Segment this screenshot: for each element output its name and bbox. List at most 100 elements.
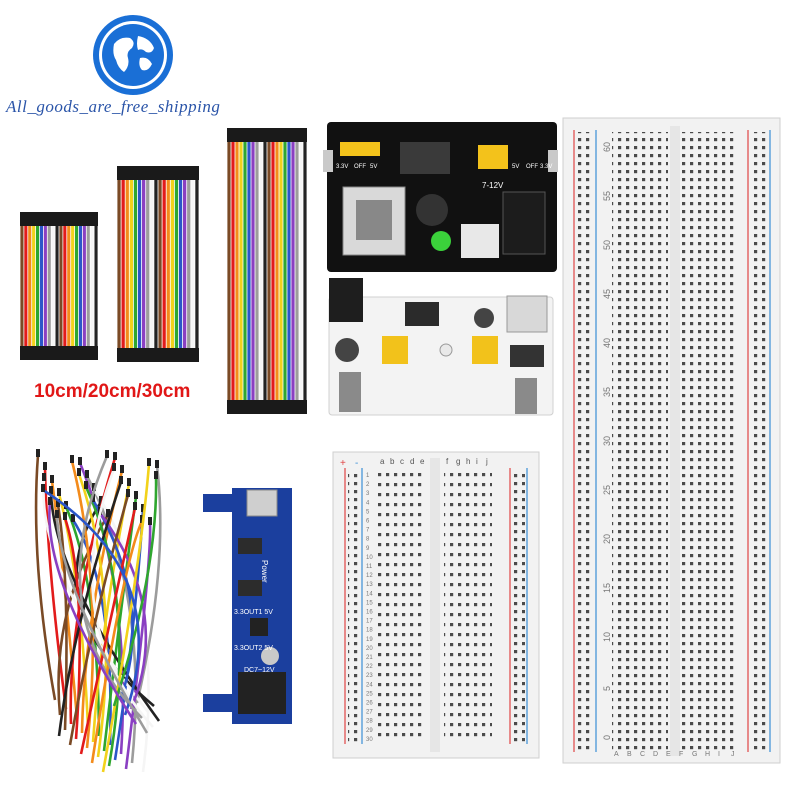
jumper-wire: [57, 481, 123, 737]
label-out1: 3.3OUT1 5V: [234, 609, 273, 616]
jumper-wire: [112, 476, 158, 707]
row-number: 1: [366, 473, 370, 479]
row-number: 4: [366, 500, 370, 506]
label-power: Power: [260, 560, 269, 583]
row-number: 14: [366, 591, 373, 597]
row-number: 0: [602, 735, 612, 740]
row-number: 13: [366, 582, 373, 588]
column-letter: j: [485, 457, 488, 466]
jumper-pin: [99, 496, 103, 504]
row-number: 35: [602, 387, 612, 397]
jumper-wire: [90, 520, 144, 764]
cable-connector-top: [117, 166, 199, 180]
label-off-left: OFF: [354, 164, 366, 170]
jumper-pin: [140, 515, 144, 523]
column-letter: h: [466, 457, 470, 466]
jumper-pin: [119, 476, 123, 484]
jumper-pin: [36, 449, 40, 457]
power-module-blue: Power 3.3OUT1 5V 3.3OUT2 5V DC7~12V: [203, 488, 292, 724]
column-letter: F: [679, 751, 683, 758]
jumper-wire: [42, 488, 140, 716]
rail-plus-symbol: +: [340, 458, 346, 469]
cable-bundle-10cm: [20, 212, 98, 360]
row-number: 18: [366, 628, 373, 634]
row-number: 2: [366, 482, 370, 488]
row-number: 17: [366, 619, 373, 625]
column-letter: J: [731, 751, 735, 758]
globe-icon: [93, 15, 173, 95]
jumper-pin: [126, 489, 130, 497]
row-number: 45: [602, 289, 612, 299]
jumper-pin: [133, 502, 137, 510]
label-input-voltage: 7-12V: [482, 181, 504, 190]
column-letter: C: [640, 751, 645, 758]
label-3v3-right: 3.3V: [540, 164, 552, 170]
row-number: 8: [366, 537, 370, 543]
row-number: 6: [366, 519, 370, 525]
column-letter: E: [666, 751, 671, 758]
row-number: 5: [602, 686, 612, 691]
jumper-wire: [64, 506, 101, 737]
column-letter: B: [627, 751, 632, 758]
shop-tagline: All_goods_are_free_shipping: [6, 97, 221, 116]
power-module-black: 3.3V OFF 5V 5V OFF 3.3V 7-12V: [323, 122, 558, 272]
jumper-header-right: [472, 336, 498, 364]
jumper-pin: [141, 504, 145, 512]
row-number: 23: [366, 673, 373, 679]
row-number: 25: [602, 485, 612, 495]
jumper-pin: [43, 462, 47, 470]
dc-barrel-jack: [329, 278, 363, 322]
row-number: 55: [602, 191, 612, 201]
jumper-pin: [70, 455, 74, 463]
label-out2: 3.3OUT2 5V: [234, 645, 273, 652]
label-3v3-left: 3.3V: [336, 164, 348, 170]
row-number: 7: [366, 528, 370, 534]
jumper-wire: [68, 494, 130, 746]
cable-connector-top: [20, 212, 98, 226]
row-number: 12: [366, 573, 373, 579]
row-number: 20: [602, 534, 612, 544]
jumper-pin: [55, 510, 59, 518]
row-number: 21: [366, 655, 373, 661]
cable-bundle-30cm: [227, 128, 307, 414]
row-number: 3: [366, 491, 370, 497]
cable-length-label: 10cm/20cm/30cm: [34, 381, 191, 402]
cable-bundle-20cm: [117, 166, 199, 362]
dc-barrel-jack: [502, 191, 546, 255]
column-letter: g: [456, 457, 460, 466]
jumper-pin: [57, 488, 61, 496]
jumper-pin: [50, 475, 54, 483]
jumper-pin: [63, 512, 67, 520]
row-number: 30: [366, 737, 373, 743]
cable-connector-top: [227, 128, 307, 142]
column-letter: D: [653, 751, 658, 758]
column-letter: f: [446, 457, 449, 466]
jumper-pin: [56, 499, 60, 507]
jumper-wire: [55, 515, 149, 734]
dc-barrel-jack: [238, 672, 286, 714]
mini-usb-port: [506, 295, 548, 333]
jumper-pin: [105, 450, 109, 458]
mini-usb-port: [246, 489, 278, 517]
jumper-pin: [41, 484, 45, 492]
jumper-header-left: [382, 336, 408, 364]
label-5v-left: 5V: [370, 164, 377, 170]
jumper-pin: [120, 465, 124, 473]
jumper-pin: [71, 514, 75, 522]
jumper-pin: [112, 463, 116, 471]
row-number: 9: [366, 546, 370, 552]
rail-minus-symbol: -: [355, 458, 358, 469]
jumper-pin: [106, 509, 110, 517]
column-letter: I: [718, 751, 720, 758]
jumper-pin: [49, 486, 53, 494]
column-letter: c: [400, 457, 404, 466]
jumper-wire: [135, 465, 162, 704]
label-off-right: OFF: [526, 164, 538, 170]
column-letter: G: [692, 751, 697, 758]
pin-header: [339, 372, 361, 412]
row-number: 50: [602, 240, 612, 250]
jumper-pin: [127, 478, 131, 486]
jumper-pin: [78, 457, 82, 465]
jumper-wire: [101, 463, 151, 773]
